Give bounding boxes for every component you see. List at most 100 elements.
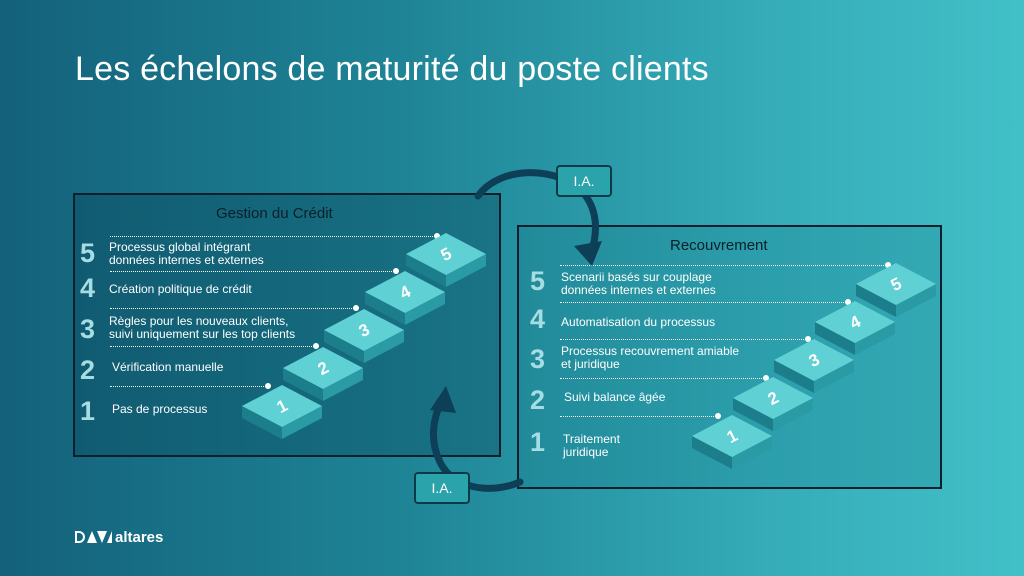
recovery-level-5-number: 5 bbox=[530, 266, 546, 296]
recovery-step-3-front bbox=[774, 360, 814, 393]
credit-level-2-line1: Vérification manuelle bbox=[112, 360, 224, 374]
credit-step-2-side bbox=[323, 368, 363, 401]
recovery-step-1-front bbox=[692, 436, 732, 469]
recovery-leader-4-dot bbox=[845, 299, 851, 305]
credit-leader-5 bbox=[110, 236, 437, 237]
credit-step-3-front bbox=[324, 330, 364, 363]
recovery-level-3-number: 3 bbox=[530, 344, 546, 374]
recovery-level-2-label: Suivi balance âgée bbox=[564, 391, 665, 404]
recovery-level-1-line1: Traitement bbox=[563, 432, 620, 446]
recovery-step-3-side bbox=[814, 360, 854, 393]
credit-step-2-top bbox=[283, 347, 363, 389]
credit-level-3-line2: suivi uniquement sur les top clients bbox=[109, 327, 296, 341]
brand-name: altares bbox=[115, 528, 164, 546]
recovery-level-5-line2: données internes et externes bbox=[561, 283, 716, 297]
altares-logo: altares bbox=[75, 528, 163, 546]
recovery-leader-5 bbox=[560, 265, 888, 266]
credit-level-5-line2: données internes et externes bbox=[109, 253, 264, 267]
credit-step-1-top bbox=[242, 385, 322, 427]
credit-level-5-number: 5 bbox=[80, 238, 96, 268]
credit-level-3-number: 3 bbox=[80, 314, 96, 344]
credit-leader-5-dot bbox=[434, 233, 440, 239]
ia-top-arrowhead bbox=[574, 241, 602, 266]
recovery-leader-3-dot bbox=[805, 336, 811, 342]
credit-level-4-number: 4 bbox=[80, 273, 96, 303]
recovery-level-4-label: Automatisation du processus bbox=[561, 316, 715, 329]
recovery-panel-title: Recouvrement bbox=[670, 237, 768, 254]
credit-panel: Gestion du Crédit 5 Processus global int… bbox=[73, 193, 501, 457]
recovery-leader-5-dot bbox=[885, 262, 891, 268]
credit-leader-2 bbox=[110, 346, 316, 347]
credit-level-3-label: Règles pour les nouveaux clients, suivi … bbox=[109, 315, 295, 341]
recovery-level-5-label: Scenarii basés sur couplage données inte… bbox=[561, 271, 716, 297]
recovery-level-1-label: Traitement juridique bbox=[563, 433, 620, 459]
ia-bottom-box: I.A. bbox=[414, 472, 470, 504]
recovery-leader-1 bbox=[560, 416, 718, 417]
recovery-step-1-side bbox=[732, 436, 772, 469]
credit-level-2-label: Vérification manuelle bbox=[112, 361, 223, 374]
credit-level-4-line1: Création politique de crédit bbox=[109, 282, 252, 296]
credit-step-1-side bbox=[282, 406, 322, 439]
recovery-leader-3 bbox=[560, 339, 808, 340]
credit-leader-4-dot bbox=[393, 268, 399, 274]
dnb-mark-icon bbox=[75, 531, 112, 543]
recovery-level-4-number: 4 bbox=[530, 304, 546, 334]
recovery-level-1-line2: juridique bbox=[563, 445, 609, 459]
slide-title: Les échelons de maturité du poste client… bbox=[75, 50, 709, 88]
recovery-leader-1-dot bbox=[715, 413, 721, 419]
credit-leader-3-dot bbox=[353, 305, 359, 311]
recovery-step-4-side bbox=[855, 322, 895, 355]
recovery-level-2-number: 2 bbox=[530, 385, 546, 415]
credit-leader-1-dot bbox=[265, 383, 271, 389]
credit-level-1-label: Pas de processus bbox=[112, 403, 207, 416]
recovery-level-1-number: 1 bbox=[530, 427, 546, 457]
recovery-step-5-front bbox=[856, 284, 896, 317]
recovery-step-1-top bbox=[692, 415, 772, 457]
ia-bottom-arrowhead bbox=[430, 386, 456, 413]
credit-leader-1 bbox=[110, 386, 268, 387]
recovery-step-3-top bbox=[774, 339, 854, 381]
credit-step-4-front bbox=[365, 292, 405, 325]
credit-level-1-number: 1 bbox=[80, 396, 96, 426]
credit-leader-3 bbox=[110, 308, 356, 309]
credit-step-5-top bbox=[406, 233, 486, 275]
credit-step-5-side bbox=[446, 254, 486, 287]
recovery-leader-2 bbox=[560, 378, 766, 379]
credit-leader-2-dot bbox=[313, 343, 319, 349]
credit-leader-4 bbox=[110, 271, 396, 272]
credit-step-4-side bbox=[405, 292, 445, 325]
ia-top-box: I.A. bbox=[556, 165, 612, 197]
recovery-leader-2-dot bbox=[763, 375, 769, 381]
recovery-step-4-front bbox=[815, 322, 855, 355]
credit-step-3-side bbox=[364, 330, 404, 363]
recovery-step-2-top bbox=[733, 377, 813, 419]
credit-panel-title: Gestion du Crédit bbox=[216, 205, 333, 222]
recovery-step-5-side bbox=[896, 284, 936, 317]
recovery-step-4-top bbox=[815, 301, 895, 343]
recovery-level-2-line1: Suivi balance âgée bbox=[564, 390, 666, 404]
credit-step-1-front bbox=[242, 406, 282, 439]
credit-level-1-line1: Pas de processus bbox=[112, 402, 208, 416]
recovery-level-3-line1: Processus recouvrement amiable bbox=[561, 344, 740, 358]
recovery-step-2-side bbox=[773, 398, 813, 431]
credit-step-4-top bbox=[365, 271, 445, 313]
credit-step-3-top bbox=[324, 309, 404, 351]
recovery-level-4-line1: Automatisation du processus bbox=[561, 315, 716, 329]
credit-level-2-number: 2 bbox=[80, 355, 96, 385]
credit-level-3-line1: Règles pour les nouveaux clients, bbox=[109, 314, 289, 328]
credit-level-5-line1: Processus global intégrant bbox=[109, 240, 251, 254]
credit-level-4-label: Création politique de crédit bbox=[109, 283, 252, 296]
recovery-level-5-line1: Scenarii basés sur couplage bbox=[561, 270, 712, 284]
recovery-step-5-top bbox=[856, 263, 936, 305]
recovery-level-3-label: Processus recouvrement amiable et juridi… bbox=[561, 345, 739, 371]
credit-step-2-front bbox=[283, 368, 323, 401]
recovery-step-2-front bbox=[733, 398, 773, 431]
credit-level-5-label: Processus global intégrant données inter… bbox=[109, 241, 264, 267]
recovery-leader-4 bbox=[560, 302, 848, 303]
recovery-level-3-line2: et juridique bbox=[561, 357, 620, 371]
ia-bottom-arrow bbox=[429, 396, 524, 492]
